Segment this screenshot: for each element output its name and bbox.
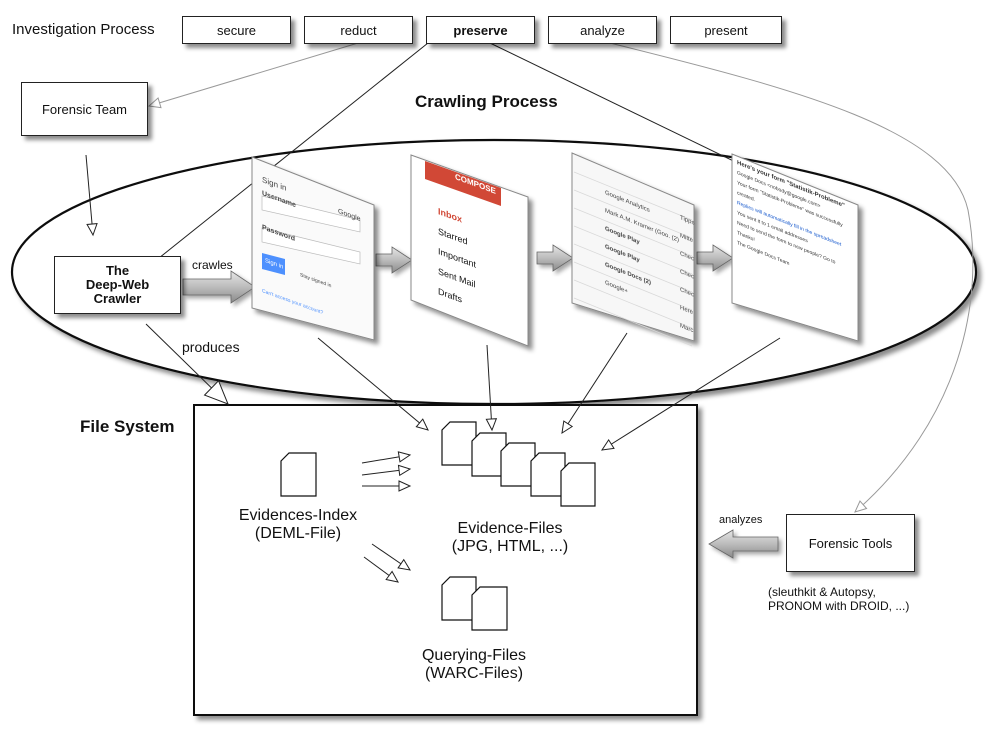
step-reduct-label: reduct	[340, 22, 377, 38]
file-icon	[441, 421, 477, 466]
forensic-tools-label: Forensic Tools	[808, 535, 893, 551]
querying-files-line-2: (WARC-Files)	[424, 665, 524, 682]
step-analyze-label: analyze	[580, 22, 625, 38]
step-analyze[interactable]: analyze	[548, 16, 657, 44]
arrow-analyze-to-tools	[609, 42, 974, 513]
querying-files-label: Querying-Files (WARC-Files)	[394, 647, 554, 683]
analyzes-label: analyzes	[719, 514, 763, 526]
arrow-screen-3-4	[696, 244, 734, 272]
screenshot-mailbox	[410, 154, 529, 347]
mailbox-list: Inbox Starred Important Sent Mail Drafts	[438, 201, 476, 315]
forensic-tools-note-line-2: PRONOM with DROID, ...)	[768, 599, 910, 613]
evidences-index-line-2: (DEML-File)	[254, 525, 342, 542]
querying-files-line-1: Querying-Files	[421, 647, 527, 664]
evidence-files-label: Evidence-Files (JPG, HTML, ...)	[430, 520, 590, 556]
arrow-reduct-to-team	[147, 42, 359, 109]
arrow-screen-2-3	[536, 244, 574, 272]
evidences-index-label: Evidences-Index (DEML-File)	[218, 507, 378, 543]
inbox-row-divider	[573, 207, 693, 257]
deep-web-crawler-box: The Deep-Web Crawler	[54, 256, 181, 314]
step-reduct[interactable]: reduct	[304, 16, 413, 44]
arrow-crawles	[182, 270, 256, 304]
inbox-row-divider	[573, 171, 693, 221]
screenshot-message	[731, 153, 859, 342]
crawler-line-2: Deep-Web	[85, 277, 150, 292]
arrow-analyzes	[708, 529, 779, 559]
step-preserve-label: preserve	[453, 22, 508, 38]
file-icon	[530, 452, 566, 497]
inbox-row-divider	[573, 243, 693, 293]
file-icon	[280, 452, 317, 497]
arrow-signin-to-evidence	[317, 337, 429, 431]
step-secure-label: secure	[216, 22, 257, 38]
arrow-index-evidence-1	[361, 451, 412, 464]
arrow-team-to-crawler	[85, 154, 98, 237]
evidences-index-line-1: Evidences-Index	[238, 507, 358, 524]
inbox-row-divider	[573, 279, 693, 329]
arrow-inbox-to-evidence	[561, 332, 628, 435]
evidence-files-line-1: Evidence-Files	[457, 520, 563, 537]
screenshot-inbox	[571, 152, 695, 347]
step-present-label: present	[704, 22, 748, 38]
arrow-message-to-evidence	[600, 337, 781, 451]
step-present[interactable]: present	[670, 16, 782, 44]
line-preserve-to-crawler	[153, 42, 429, 263]
arrow-screen-1-2	[375, 246, 413, 274]
forensic-tools-note-line-1: (sleuthkit & Autopsy,	[768, 585, 876, 599]
file-system-title: File System	[80, 417, 175, 436]
inbox-row-divider	[573, 189, 693, 239]
forensic-tools-note: (sleuthkit & Autopsy, PRONOM with DROID,…	[768, 585, 909, 613]
investigation-process-label: Investigation Process	[12, 21, 155, 38]
arrow-produces	[145, 323, 229, 405]
crawles-label: crawles	[192, 258, 233, 272]
inbox-row-divider	[573, 297, 693, 347]
file-icon	[560, 462, 596, 507]
arrow-index-querying-2	[363, 556, 399, 583]
file-icon	[500, 442, 536, 487]
step-secure[interactable]: secure	[182, 16, 291, 44]
file-icon	[441, 576, 477, 621]
crawler-line-1: The	[105, 263, 130, 278]
forensic-team-label: Forensic Team	[41, 101, 127, 117]
forensic-tools-box: Forensic Tools	[786, 514, 915, 572]
file-icon	[471, 586, 508, 631]
arrow-index-querying-1	[371, 543, 411, 571]
arrow-index-evidence-2	[361, 464, 412, 477]
forensic-team-box: Forensic Team	[21, 82, 148, 136]
inbox-row-divider	[573, 261, 693, 311]
evidence-files-line-2: (JPG, HTML, ...)	[451, 538, 569, 555]
produces-label: produces	[182, 339, 240, 355]
inbox-tags: Tipps Mitte Chec Chec Chec Here Marc	[680, 209, 694, 341]
inbox-row-divider	[573, 225, 693, 275]
crawling-process-title: Crawling Process	[415, 92, 558, 111]
arrow-mailbox-to-evidence	[485, 344, 498, 432]
step-preserve[interactable]: preserve	[426, 16, 535, 44]
screenshot-signin	[251, 156, 375, 341]
crawler-line-3: Crawler	[93, 291, 142, 306]
file-icon	[471, 432, 507, 477]
